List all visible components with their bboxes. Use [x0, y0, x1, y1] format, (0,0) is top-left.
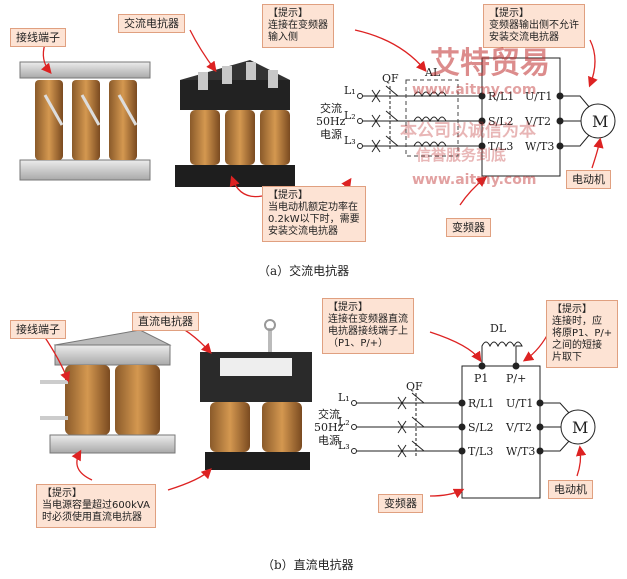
watermark-slogan: 本公司以诚信为本 — [400, 121, 536, 141]
dc-tip-terminal: 【提示】 连接在变频器直流 电抗器接线端子上 （P1、P/+） — [322, 298, 414, 354]
ac-output-v: V/T2 — [524, 115, 551, 128]
ac-source-line-1: 交流 — [320, 101, 342, 115]
watermark-tagline: 信誉服务到底 — [416, 146, 507, 164]
ac-phase-3: L₃ — [344, 134, 356, 147]
ac-input-r: R/L1 — [488, 90, 514, 103]
dc-source-line-1: 交流 — [318, 407, 340, 421]
dc-reactor-id: DL — [490, 322, 507, 335]
dc-input-s: S/L2 — [468, 421, 494, 434]
watermark-url-2: www.aitmy.com — [412, 172, 537, 188]
ac-motor-label: 电动机 — [566, 170, 611, 189]
ac-output-w: W/T3 — [525, 140, 554, 153]
dc-tip-capacity: 【提示】 当电源容量超过600kVA 时必须使用直流电抗器 — [36, 484, 156, 528]
tip-line: 【提示】 — [489, 8, 529, 19]
dc-phase-3: L₃ — [338, 439, 350, 452]
ac-tip-output: 【提示】 变频器输出侧不允许 安装交流电抗器 — [483, 4, 585, 48]
dc-terminal-p-plus: P/+ — [506, 372, 526, 385]
tip-line: 【提示】 — [552, 304, 592, 315]
ac-motor-symbol: M — [592, 112, 608, 131]
caption-b: （b）直流电抗器 — [262, 558, 354, 572]
dc-output-v: V/T2 — [505, 421, 532, 434]
dc-source-line-3: 电源 — [318, 433, 340, 447]
dc-phase-2: L₂ — [338, 415, 350, 428]
dc-inverter-label: 变频器 — [378, 494, 423, 513]
caption-a: （a）交流电抗器 — [258, 264, 350, 278]
dc-output-w: W/T3 — [506, 445, 535, 458]
tip-line: 【提示】 — [42, 488, 82, 499]
tip-line: 安装交流电抗器 — [489, 32, 559, 43]
tip-line: 【提示】 — [268, 8, 308, 19]
tip-line: 之间的短接 — [552, 340, 602, 351]
ac-phase-1: L₁ — [344, 84, 356, 97]
dc-input-t: T/L3 — [468, 445, 493, 458]
tip-line: 【提示】 — [268, 190, 308, 201]
tip-line: （P1、P/+） — [328, 338, 389, 349]
dc-source-line-2: 50Hz — [314, 421, 344, 434]
tip-line: 安装交流电抗器 — [268, 226, 338, 237]
ac-reactor-id: AL — [424, 66, 441, 79]
tip-line: 连接在变频器直流 — [328, 314, 408, 325]
ac-circuit-text: 交流 50Hz 电源 L₁ L₂ L₃ QF AL R/L1 S/L2 T/L3… — [316, 66, 608, 153]
watermark-brand: 艾特贸易 — [430, 46, 550, 81]
dc-tip-remove-link: 【提示】 连接时，应 将原P1、P/+ 之间的短接 片取下 — [546, 300, 619, 368]
tip-line: 电抗器接线端子上 — [328, 326, 408, 337]
ac-breaker-label: QF — [382, 72, 399, 85]
dc-reactor-label: 直流电抗器 — [132, 312, 199, 331]
dc-circuit — [351, 341, 596, 499]
dc-input-r: R/L1 — [468, 397, 494, 410]
tip-line: 将原P1、P/+ — [552, 328, 613, 339]
ac-terminal-label: 接线端子 — [10, 28, 66, 47]
ac-tip-power: 【提示】 当电动机额定功率在 0.2kW以下时，需要 安装交流电抗器 — [262, 186, 366, 242]
ac-output-u: U/T1 — [525, 90, 552, 103]
ac-tip-input: 【提示】 连接在变频器 输入侧 — [262, 4, 334, 48]
ac-input-s: S/L2 — [488, 115, 514, 128]
ac-reactor-label: 交流电抗器 — [118, 14, 185, 33]
dc-terminal-label: 接线端子 — [10, 320, 66, 339]
ac-source-line-2: 50Hz — [316, 115, 346, 128]
tip-line: 变频器输出侧不允许 — [489, 20, 579, 31]
ac-phase-2: L₂ — [344, 109, 356, 122]
dc-terminal-p1: P1 — [474, 372, 488, 385]
ac-inverter-label: 变频器 — [446, 218, 491, 237]
ac-input-t: T/L3 — [488, 140, 513, 153]
tip-line: 当电动机额定功率在 — [268, 202, 358, 213]
tip-line: 【提示】 — [328, 302, 368, 313]
tip-line: 时必须使用直流电抗器 — [42, 512, 142, 523]
tip-line: 连接时，应 — [552, 316, 602, 327]
tip-line: 0.2kW以下时，需要 — [268, 214, 360, 225]
watermark-url-1: www.aitmy.com — [412, 82, 537, 98]
dc-circuit-text: 交流 50Hz 电源 L₁ L₂ L₃ QF DL P1 P/+ R/L1 S/… — [314, 322, 588, 458]
dc-motor-label: 电动机 — [548, 480, 593, 499]
ac-source-line-3: 电源 — [320, 127, 342, 141]
dc-reactor-photo-1 — [40, 329, 176, 454]
dc-motor-symbol: M — [572, 418, 588, 437]
dc-phase-1: L₁ — [338, 391, 350, 404]
dc-breaker-label: QF — [406, 380, 423, 393]
dc-output-u: U/T1 — [506, 397, 533, 410]
dc-reactor-photo-2 — [200, 319, 312, 470]
tip-line: 片取下 — [552, 352, 582, 363]
ac-reactor-photo-2 — [175, 60, 295, 187]
ac-circuit — [357, 57, 616, 177]
tip-line: 当电源容量超过600kVA — [42, 500, 150, 511]
ac-reactor-photo-1 — [19, 61, 151, 181]
tip-line: 输入侧 — [268, 32, 298, 43]
tip-line: 连接在变频器 — [268, 20, 328, 31]
